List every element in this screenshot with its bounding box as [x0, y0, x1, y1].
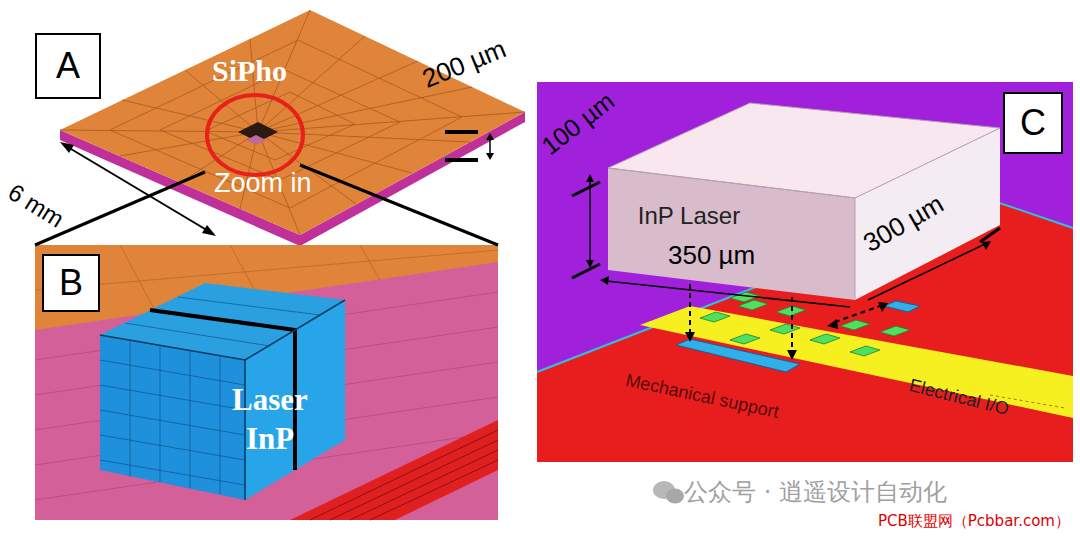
dimension-arrow [60, 142, 216, 236]
zoom-panel [35, 245, 498, 520]
zoom-label: Zoom in [214, 168, 312, 199]
laser-block: Laser InP [211, 378, 329, 462]
assembly-panel [537, 82, 1073, 462]
dimension-label: 6 mm [3, 178, 69, 234]
panel-letter: A [35, 33, 101, 99]
wechat-icon [653, 481, 684, 504]
node-text: C [1020, 102, 1046, 143]
panel-letter: C [1003, 92, 1063, 154]
node-text: B [59, 262, 83, 303]
watermark: 公众号 · 逍遥设计自动化 [684, 476, 947, 508]
laser-chip: InP Laser [614, 198, 764, 234]
watermark: PCB联盟网（Pcbbar.com） [878, 512, 1070, 531]
chip-label: SiPho [212, 54, 287, 88]
thickness-bracket [445, 132, 494, 160]
node-text: Laser InP [211, 381, 329, 459]
node-text: InP Laser [638, 202, 740, 230]
zoom-line [35, 165, 498, 245]
sipho-plate [60, 10, 525, 246]
dimension-label: 350 µm [668, 240, 755, 271]
node-text: A [56, 45, 80, 86]
panel-letter: B [42, 254, 100, 312]
